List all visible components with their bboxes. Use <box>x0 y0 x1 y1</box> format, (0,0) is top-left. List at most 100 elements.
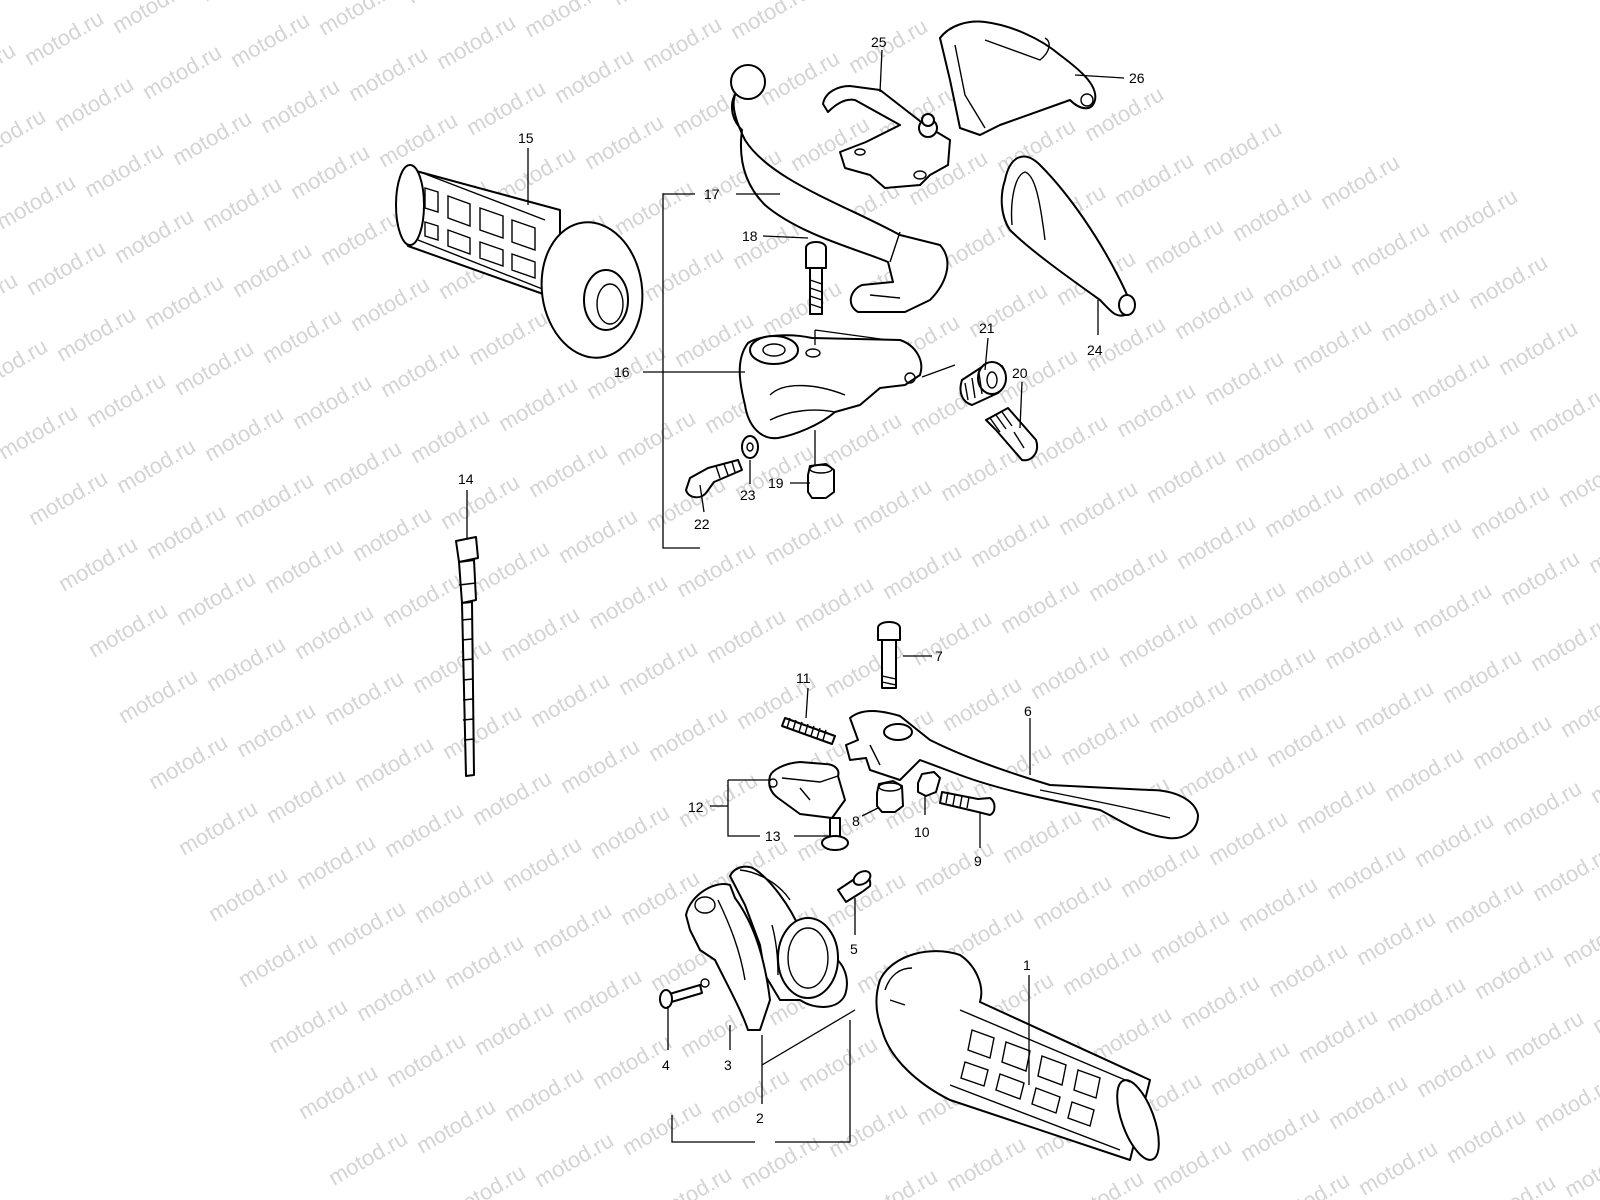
watermark-text: motod.ru <box>324 1125 412 1190</box>
watermark-text: motod.ru <box>22 235 110 300</box>
callout-7: 7 <box>935 648 943 664</box>
part-25-cable-holder <box>822 85 951 189</box>
watermark-text: motod.ru <box>84 597 172 662</box>
watermark-text: motod.ru <box>736 1129 824 1194</box>
watermark-text: motod.ru <box>1324 1069 1412 1134</box>
watermark-text: motod.ru <box>758 275 846 340</box>
watermark-text: motod.ru <box>1144 673 1232 738</box>
watermark-text: motod.ru <box>644 701 732 766</box>
callout-10: 10 <box>914 824 930 840</box>
watermark-text: motod.ru <box>848 473 936 538</box>
watermark-text: motod.ru <box>1176 969 1264 1034</box>
watermark-text: motod.ru <box>1526 611 1600 676</box>
watermark-text: motod.ru <box>1586 743 1600 808</box>
watermark-text: motod.ru <box>1288 313 1376 378</box>
watermark-text: motod.ru <box>1436 413 1524 478</box>
watermark-text: motod.ru <box>108 0 196 38</box>
part-26-lever-cover <box>939 20 1097 136</box>
watermark-text: motod.ru <box>256 73 344 138</box>
watermark-text: motod.ru <box>672 537 760 602</box>
watermark-text: motod.ru <box>1352 905 1440 970</box>
watermark-text: motod.ru <box>1494 315 1582 380</box>
watermark-text: motod.ru <box>1264 937 1352 1002</box>
watermark-text: motod.ru <box>50 71 138 136</box>
watermark-text: motod.ru <box>112 433 200 498</box>
watermark-text: motod.ru <box>138 39 226 104</box>
watermark-text: motod.ru <box>498 831 586 896</box>
part-4-screw <box>659 978 710 1009</box>
watermark-text: motod.ru <box>1408 577 1496 642</box>
watermark-text: motod.ru <box>350 731 438 796</box>
watermark-text: motod.ru <box>264 993 352 1058</box>
watermark-text: motod.ru <box>1470 939 1558 1004</box>
part-21-adjuster-nut <box>959 361 1007 406</box>
callout-22: 22 <box>694 516 710 532</box>
watermark-text: motod.ru <box>818 407 906 472</box>
watermark-text: motod.ru <box>1234 871 1322 936</box>
watermark-text: motod.ru <box>614 635 702 700</box>
watermark-text: motod.ru <box>346 271 434 336</box>
watermark-text: motod.ru <box>1382 971 1470 1036</box>
watermark-text: motod.ru <box>0 0 78 4</box>
watermark-text: motod.ru <box>432 9 520 74</box>
watermark-text: motod.ru <box>442 1159 530 1200</box>
watermark-text: motod.ru <box>1316 149 1404 214</box>
watermark-text: motod.ru <box>554 503 642 568</box>
watermark-text: motod.ru <box>408 633 496 698</box>
watermark-text: motod.ru <box>1060 1165 1148 1200</box>
leader-lines <box>466 49 1125 1143</box>
callout-2: 2 <box>756 1110 764 1126</box>
watermark-text: motod.ru <box>202 631 290 696</box>
watermark-text: motod.ru <box>1114 607 1202 672</box>
watermark-text: motod.ru <box>586 799 674 864</box>
watermark-text: motod.ru <box>1354 1135 1442 1200</box>
watermark-text: motod.ru <box>1290 543 1378 608</box>
watermark-text: motod.ru <box>344 41 432 106</box>
watermark-text: motod.ru <box>260 533 348 598</box>
watermark-text: motod.ru <box>0 399 82 464</box>
watermark-text: motod.ru <box>524 437 612 502</box>
callout-17: 17 <box>704 186 720 202</box>
watermark-text: motod.ru <box>470 995 558 1060</box>
callout-14: 14 <box>458 471 474 487</box>
watermark-text: motod.ru <box>844 13 932 78</box>
watermark-text: motod.ru <box>1466 479 1554 544</box>
watermark-text: motod.ru <box>1318 379 1406 444</box>
part-15-left-grip <box>395 164 644 359</box>
watermark-text: motod.ru <box>1554 447 1600 512</box>
watermark-text: motod.ru <box>376 337 464 402</box>
watermark-text: motod.ru <box>854 1163 942 1200</box>
watermark-text: motod.ru <box>140 269 228 334</box>
watermark-text: motod.ru <box>1410 807 1498 872</box>
watermark-text: motod.ru <box>994 343 1082 408</box>
callout-11: 11 <box>796 670 811 686</box>
part-18-pivot-bolt <box>805 241 827 315</box>
watermark-text: motod.ru <box>1556 677 1600 742</box>
watermark-text: motod.ru <box>1406 347 1494 412</box>
part-2-throttle-housing <box>729 865 848 1008</box>
watermark-text: motod.ru <box>998 803 1086 868</box>
watermark-text: motod.ru <box>1028 869 1116 934</box>
callout-25: 25 <box>871 34 887 50</box>
watermark-text: motod.ru <box>910 835 998 900</box>
watermark-text: motod.ru <box>1262 707 1350 772</box>
callout-5: 5 <box>850 941 858 957</box>
watermark-text: motod.ru <box>1378 511 1466 576</box>
watermark-text: motod.ru <box>1112 377 1200 442</box>
watermark-text: motod.ru <box>1442 1103 1530 1168</box>
watermark-text: motod.ru <box>1058 935 1146 1000</box>
watermark-text: motod.ru <box>0 103 50 168</box>
callout-1: 1 <box>1023 957 1031 973</box>
watermark-text: motod.ru <box>286 139 374 204</box>
watermark-text: motod.ru <box>382 1027 470 1092</box>
watermark-text: motod.ru <box>352 961 440 1026</box>
watermark-text: motod.ru <box>1558 907 1600 972</box>
watermark-text: motod.ru <box>580 109 668 174</box>
callout-4: 4 <box>662 1057 670 1073</box>
watermark-text: motod.ru <box>556 733 644 798</box>
part-5-bolt <box>837 870 872 903</box>
watermark-text: motod.ru <box>232 697 320 762</box>
watermark-text: motod.ru <box>1438 643 1526 708</box>
watermark-text: motod.ru <box>1116 837 1204 902</box>
